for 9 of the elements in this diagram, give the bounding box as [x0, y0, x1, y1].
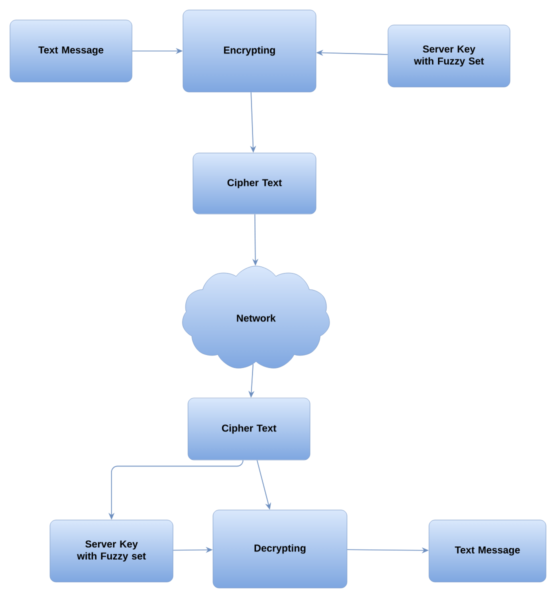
process-box: Server Key with Fuzzy Set — [388, 24, 510, 88]
process-box: Cipher Text — [188, 398, 310, 460]
process-box: Decrypting — [212, 510, 348, 588]
process-box: Cipher Text — [192, 152, 316, 214]
process-box: Encrypting — [182, 10, 316, 92]
process-box: Text Message — [428, 520, 546, 582]
network-cloud: Network — [182, 266, 330, 368]
process-box: Text Message — [10, 20, 132, 82]
process-box: Server Key with Fuzzy set — [50, 520, 174, 582]
